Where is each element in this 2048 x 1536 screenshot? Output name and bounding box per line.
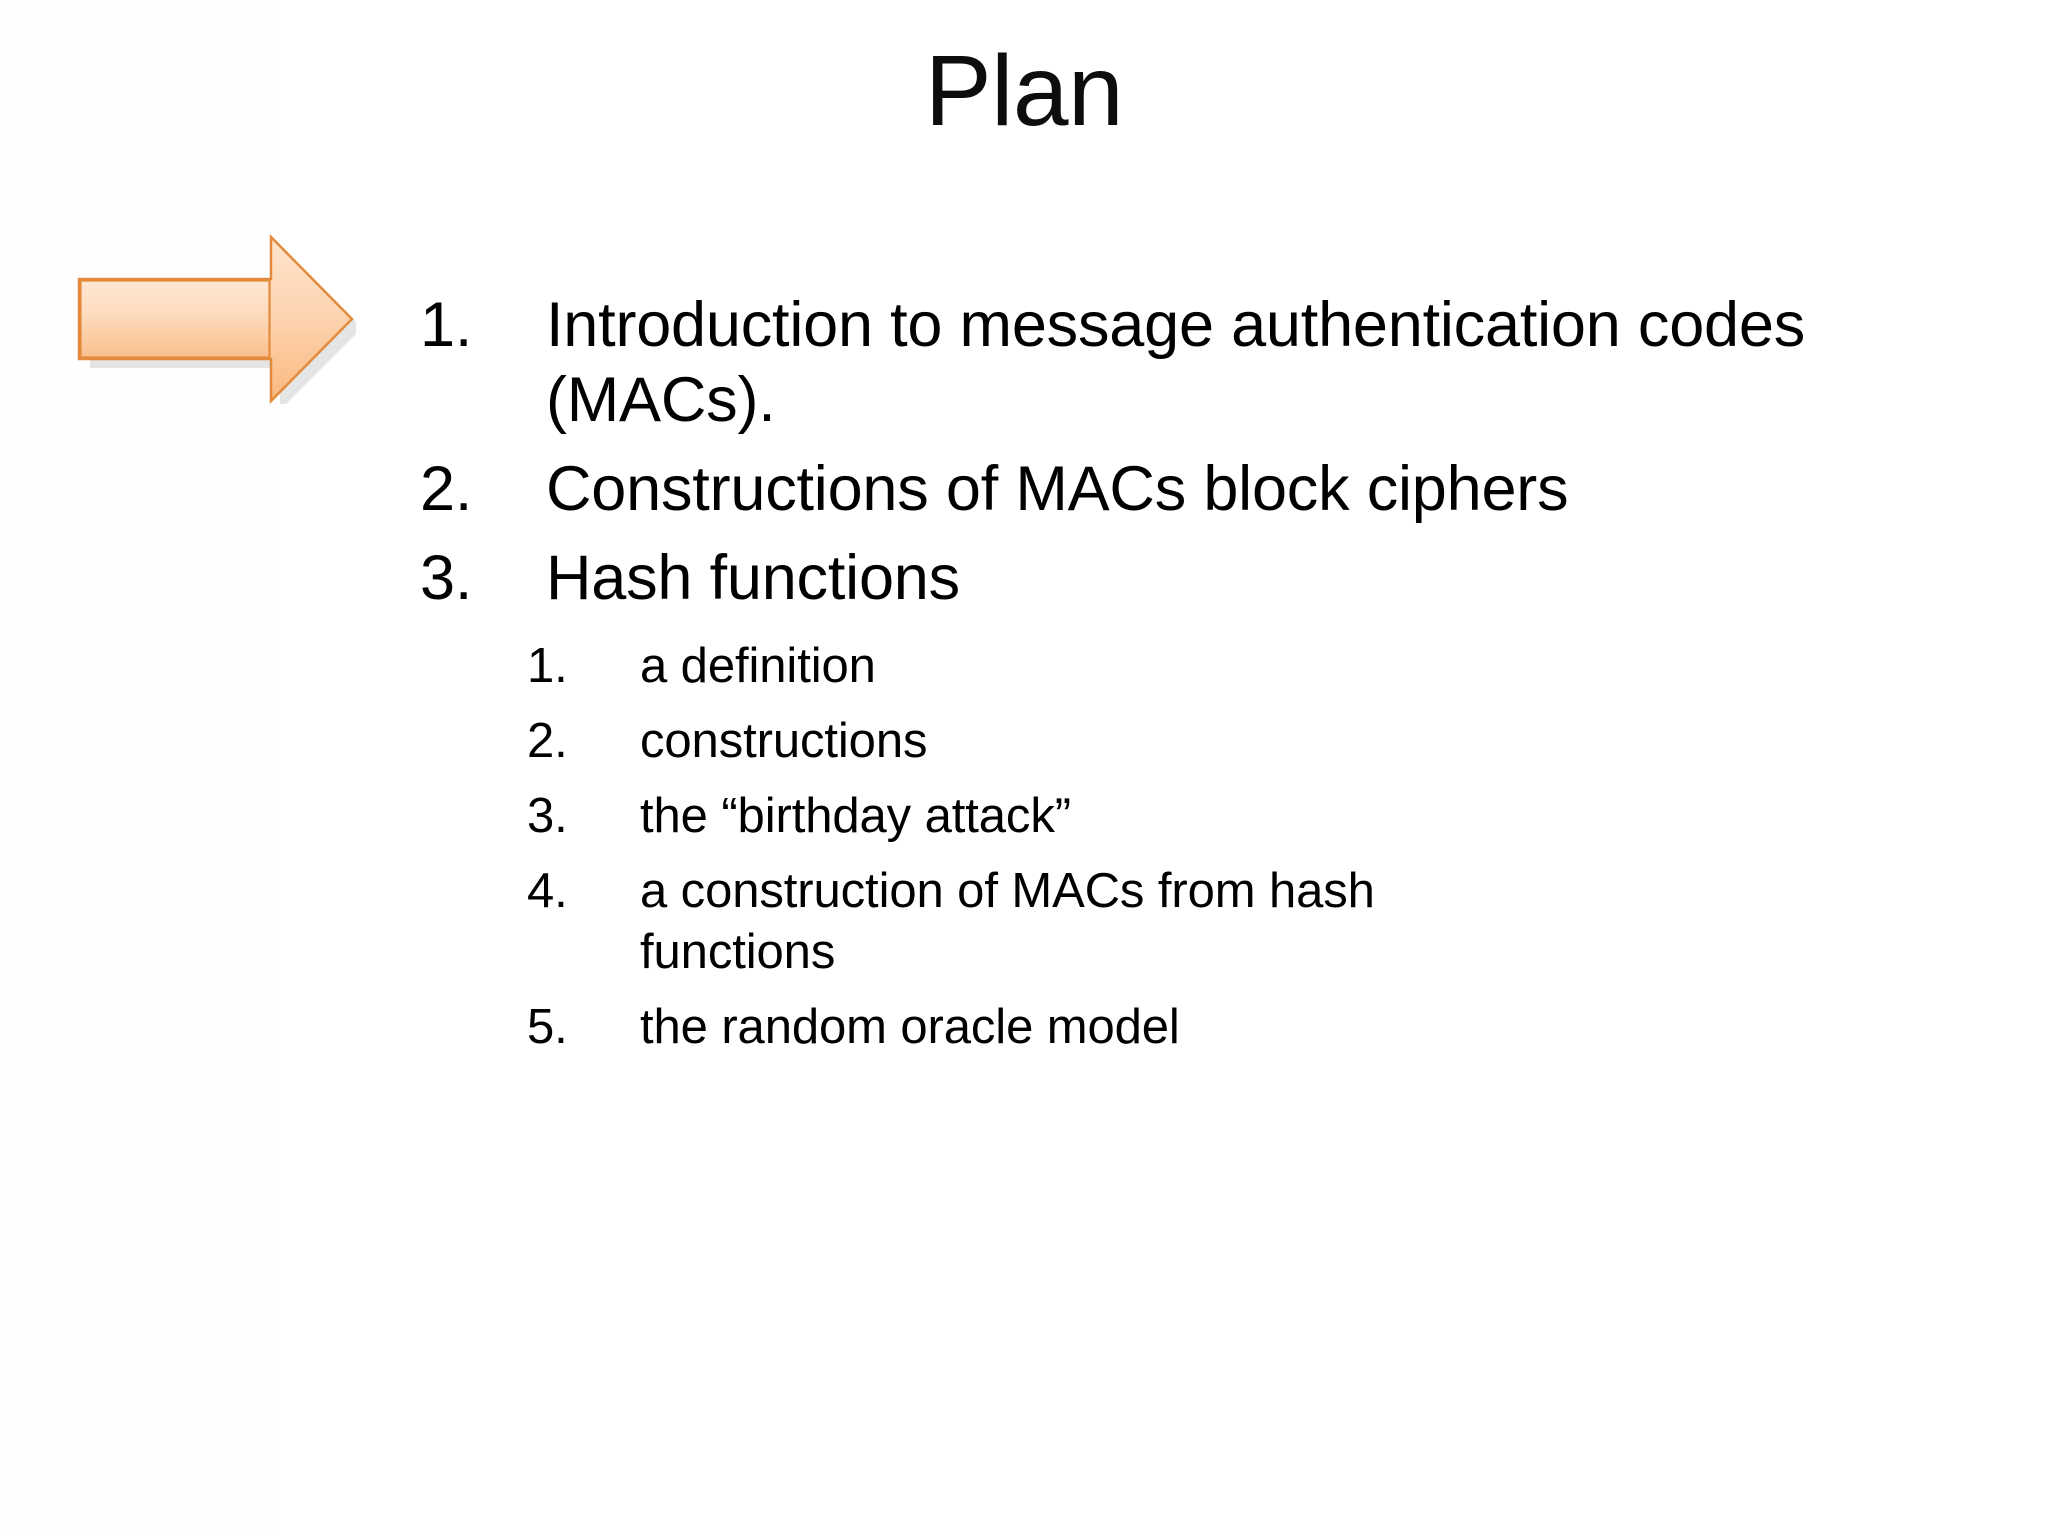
list-item: 5. the random oracle model [527, 997, 2000, 1058]
list-item-label: Hash functions [546, 543, 960, 613]
list-item-number: 5. [527, 1000, 568, 1054]
list-item-number: 2. [527, 714, 568, 768]
list-item: 3. Hash functions [420, 541, 2000, 616]
list-item-label: a definition [640, 639, 876, 693]
page-title: Plan [924, 35, 1124, 147]
list-item-label: the “birthday attack” [640, 789, 1071, 843]
list-item-label: Constructions of MACs block ciphers [546, 454, 1569, 524]
list-item: 1. Introduction to message authenticatio… [420, 288, 2000, 438]
list-item-number: 1. [420, 290, 473, 360]
right-arrow-icon [76, 233, 362, 410]
list-item: 1. a definition [527, 636, 2000, 697]
list-item-number: 1. [527, 639, 568, 693]
outline-sublist: 1. a definition 2. constructions 3. the … [527, 636, 2000, 1058]
list-item: 2. constructions [527, 711, 2000, 772]
list-item-number: 4. [527, 864, 568, 918]
list-item-number: 2. [420, 454, 473, 524]
list-item-number: 3. [420, 543, 473, 613]
list-item: 3. the “birthday attack” [527, 786, 2000, 847]
outline-list: 1. Introduction to message authenticatio… [420, 288, 2000, 1072]
list-item-label: a construction of MACs from hash functio… [640, 864, 1375, 979]
list-item-number: 3. [527, 789, 568, 843]
list-item-label: constructions [640, 714, 928, 768]
background-seam [0, 0, 273, 1536]
list-item: 2. Constructions of MACs block ciphers [420, 452, 2000, 527]
list-item-label: Introduction to message authentication c… [546, 290, 1806, 435]
list-item: 4. a construction of MACs from hash func… [527, 861, 2000, 983]
right-arrow-svg [77, 233, 362, 410]
list-item-label: the random oracle model [640, 1000, 1180, 1054]
